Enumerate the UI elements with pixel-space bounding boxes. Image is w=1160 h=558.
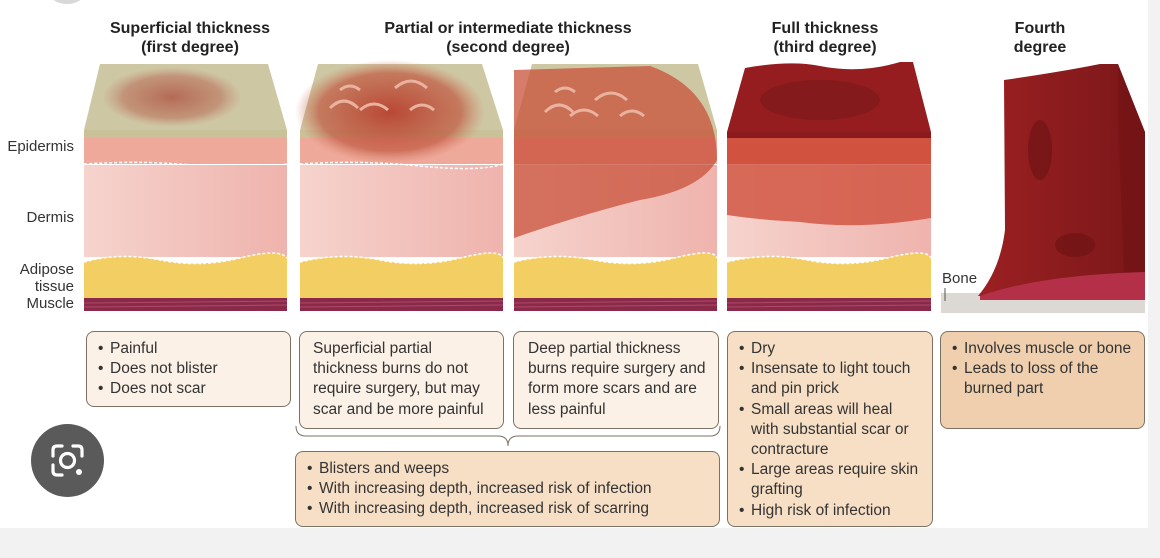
visual-search-button[interactable]	[31, 424, 104, 497]
heading-superficial-line1: Superficial thickness	[109, 20, 271, 37]
list-item: Does not blister	[97, 359, 280, 379]
label-bone: Bone	[942, 270, 978, 287]
list-item: With increasing depth, increased risk of…	[306, 499, 709, 519]
label-epidermis: Epidermis	[7, 138, 74, 155]
box-full-thickness: Dry Insensate to light touch and pin pri…	[727, 331, 933, 527]
heading-full-line2: (third degree)	[773, 39, 877, 56]
box-superficial-partial-text: Superficial partial thickness burns do n…	[313, 340, 484, 418]
box-superficial: Painful Does not blister Does not scar	[86, 331, 291, 407]
second-degree-bracket	[295, 425, 721, 447]
camera-search-icon	[51, 444, 84, 477]
list-item: Small areas will heal with substantial s…	[738, 400, 922, 461]
block-superficial-partial	[295, 60, 504, 311]
block-fourth-degree	[941, 64, 1145, 313]
box-deep-partial-text: Deep partial thickness burns require sur…	[528, 340, 706, 418]
label-adipose: Adipose tissue	[0, 261, 74, 295]
box-second-degree-common: Blisters and weeps With increasing depth…	[295, 451, 720, 527]
list-item: Insensate to light touch and pin prick	[738, 359, 922, 399]
list-item: Leads to loss of the burned part	[951, 359, 1134, 399]
block-deep-partial	[513, 64, 718, 311]
box-superficial-partial: Superficial partial thickness burns do n…	[299, 331, 504, 429]
list-item: Large areas require skin grafting	[738, 460, 922, 500]
skin-layers-illustration	[83, 60, 1145, 313]
heading-partial-line2: (second degree)	[446, 39, 570, 56]
list-item: Dry	[738, 339, 922, 359]
list-item: Involves muscle or bone	[951, 339, 1134, 359]
list-item: Does not scar	[97, 379, 280, 399]
box-fourth-degree: Involves muscle or bone Leads to loss of…	[940, 331, 1145, 429]
heading-partial: Partial or intermediate thickness (secon…	[338, 19, 678, 57]
partial-circle-icon	[46, 0, 88, 4]
heading-fourth: Fourth degree	[990, 19, 1090, 57]
heading-full-line1: Full thickness	[771, 20, 879, 37]
block-full-thickness	[726, 62, 932, 311]
block-superficial	[83, 64, 288, 311]
heading-full: Full thickness (third degree)	[735, 19, 915, 57]
heading-fourth-line1: Fourth	[1014, 20, 1066, 37]
label-adipose-line1: Adipose	[19, 261, 74, 278]
list-item: Blisters and weeps	[306, 459, 709, 479]
box-deep-partial: Deep partial thickness burns require sur…	[513, 331, 719, 429]
list-item: High risk of infection	[738, 501, 922, 521]
list-item: Painful	[97, 339, 280, 359]
label-dermis: Dermis	[26, 209, 75, 226]
heading-superficial-line2: (first degree)	[141, 39, 239, 56]
heading-superficial: Superficial thickness (first degree)	[90, 19, 290, 57]
label-muscle: Muscle	[26, 295, 74, 312]
list-item: With increasing depth, increased risk of…	[306, 479, 709, 499]
heading-fourth-line2: degree	[1013, 39, 1067, 56]
heading-partial-line1: Partial or intermediate thickness	[384, 20, 632, 37]
label-adipose-line2: tissue	[34, 278, 74, 295]
